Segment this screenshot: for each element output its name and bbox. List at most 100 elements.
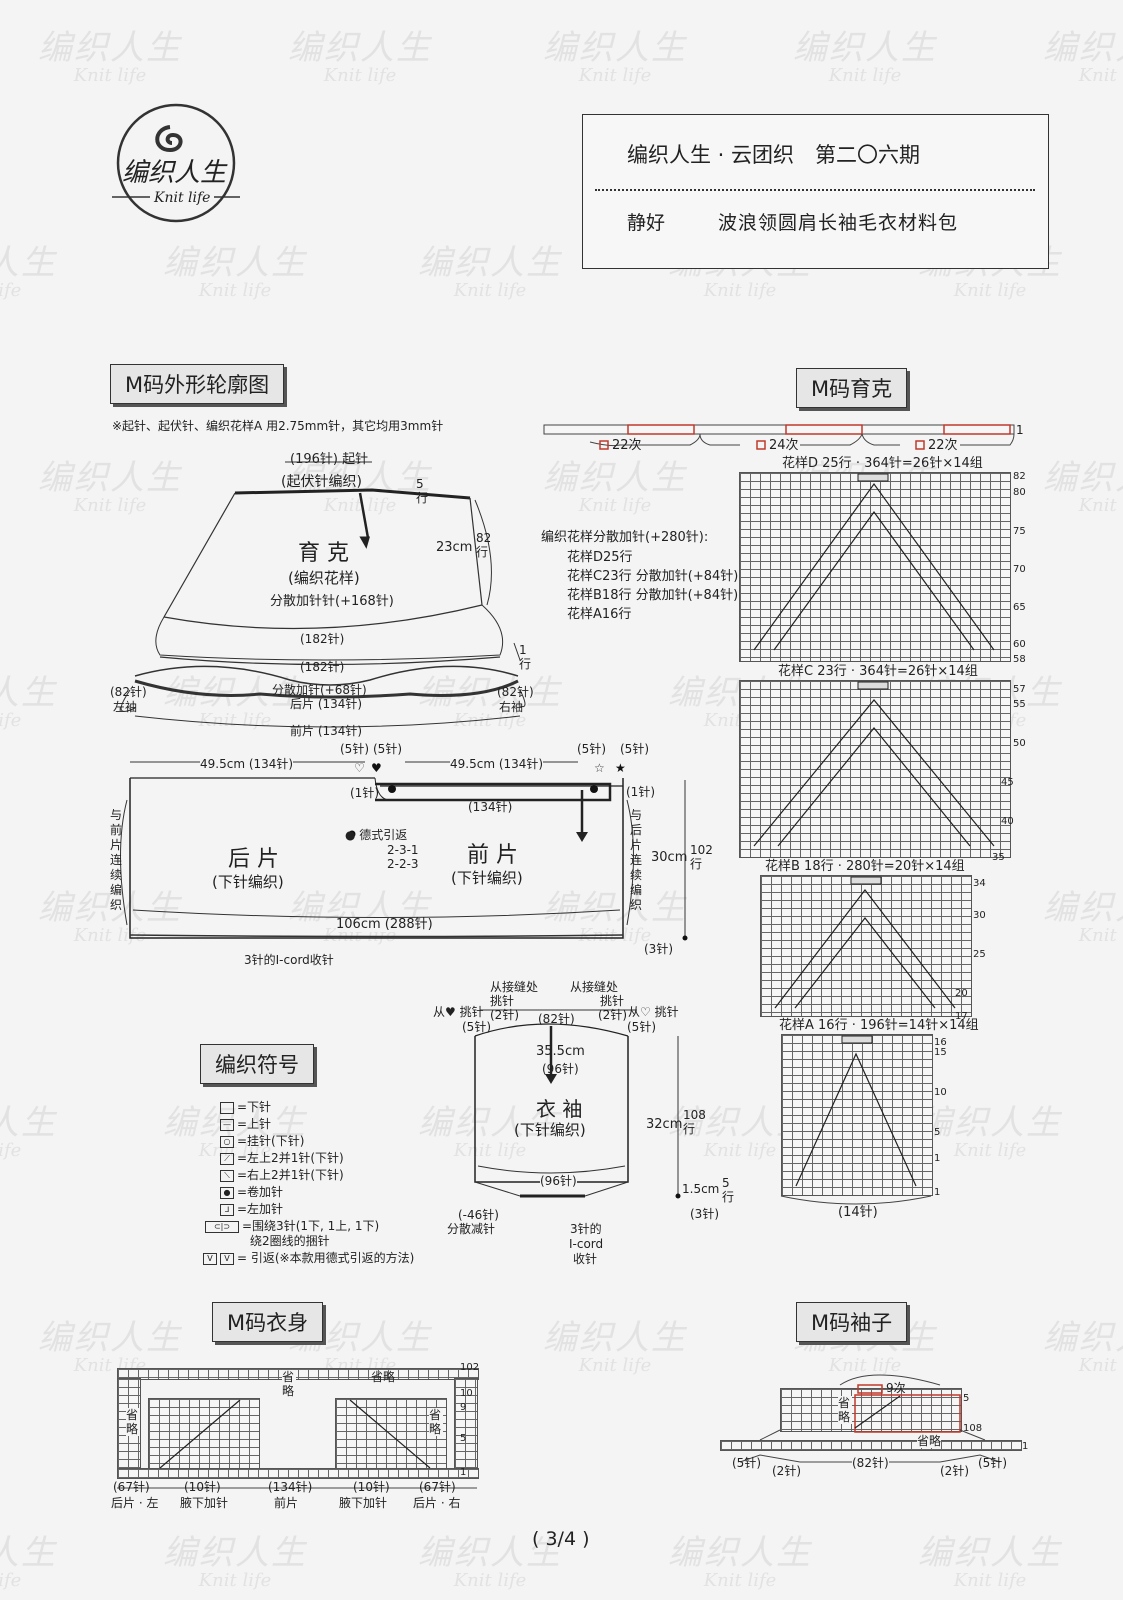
body-c67-left: (67针) [113, 1480, 150, 1494]
legend-m1l: ᒧ=左加针 [220, 1200, 283, 1217]
five-1: (5针) [340, 742, 369, 756]
icord-label: 3针的I-cord收针 [244, 953, 334, 967]
rownum-a-1b: 1 [934, 1187, 941, 1198]
row-one-top: 1 [1016, 423, 1024, 437]
legend-k2tog: ⟋=左上2并1针(下针) [220, 1149, 344, 1166]
header-divider [595, 189, 1035, 191]
yoke-sub: (编织花样) [288, 569, 360, 587]
sleeve-c2-right: (2针) [940, 1464, 969, 1478]
left-sleeve-label: 左袖 [113, 700, 138, 714]
sleeve-name: 衣 袖 [536, 1097, 583, 1121]
repeat-22b: 22次 [928, 438, 958, 453]
rownum-c-35: 35 [992, 852, 1005, 863]
left82-label: (82针) [110, 685, 147, 699]
dec-sub: 分散减针 [447, 1222, 496, 1236]
garter-label: (起伏针编织) [281, 474, 362, 490]
repeat-24: 24次 [769, 438, 799, 453]
rownum-b-25: 25 [973, 949, 986, 960]
icord-b: I-cord [569, 1237, 604, 1251]
legend-purl: —=上针 [220, 1115, 271, 1132]
body-chart-top [117, 1368, 479, 1380]
rownum-b-34: 34 [973, 878, 986, 889]
rownum-d-65: 65 [1013, 602, 1026, 613]
dist-c: 花样C23行 分散加针(+84针) [567, 569, 739, 584]
hem-width: 106cm (288针) [336, 917, 433, 932]
from-seam-2: 从接缝处 [570, 980, 619, 994]
legend-yo: ○=挂针(下针) [220, 1132, 304, 1149]
rownum-a-1a: 1 [934, 1153, 941, 1164]
dist-d: 花样D25行 [567, 550, 633, 565]
width-right: 49.5cm (134针) [450, 757, 544, 771]
logo-cn: 编织人生 [122, 158, 227, 188]
legend-cast: ●=卷加针 [220, 1183, 283, 1200]
two-right: (2针) [598, 1008, 627, 1022]
inc68-label: 分散加针(+68针) [272, 683, 367, 697]
five-2: (5针) [373, 742, 402, 756]
repeat-22a: 22次 [612, 438, 642, 453]
rownum-b-20: 20 [955, 988, 968, 999]
pick-1: 挑针 [490, 994, 515, 1008]
dec-46: (-46针) [458, 1208, 499, 1222]
body-chart-right [454, 1378, 478, 1478]
side-right-note: 与后片连续编织 [630, 808, 643, 912]
cuff-three: (3针) [690, 1207, 719, 1221]
rownum-d-82: 82 [1013, 471, 1026, 482]
cuff-rows: 5行 [722, 1176, 735, 1204]
rownum-a-10: 10 [934, 1087, 947, 1098]
bottom-14: (14针) [838, 1205, 878, 1220]
body-sheng-4: 省略 [429, 1408, 443, 1436]
body-sheng-1: 省略 [282, 1370, 296, 1398]
svg-text:♥: ♥ [371, 761, 382, 775]
back-sub: (下针编织) [212, 873, 284, 891]
sleeve-row-5: 5 [963, 1393, 970, 1404]
german-short-row: ● 德式引返 [345, 828, 408, 842]
heart-pick-left: 从♥ 挑针 [433, 1005, 484, 1019]
from-seam-1: 从接缝处 [490, 980, 539, 994]
body-c134: (134针) [268, 1480, 313, 1494]
body-sheng-2: 省略 [371, 1370, 396, 1384]
svg-text:★: ★ [615, 761, 626, 775]
logo-en: Knit life [150, 191, 215, 205]
back134-label: 后片 (134针) [290, 697, 363, 711]
rownum-b-17: 17 [955, 1011, 968, 1022]
chart-pattern-a [781, 1034, 933, 1196]
width-left: 49.5cm (134针) [200, 757, 294, 771]
one-2: (1针) [626, 785, 655, 799]
yoke-inc: 分散加针针(+168针) [270, 594, 394, 609]
sleeve-sheng-2: 省略 [917, 1434, 942, 1448]
german-row2: 2-2-3 [387, 857, 419, 871]
rownum-c-55: 55 [1013, 699, 1026, 710]
section-body-title: M码衣身 [212, 1302, 324, 1342]
rownum-c-40: 40 [1001, 816, 1014, 827]
icord-c: 收针 [573, 1252, 598, 1266]
body-chart-under-l [148, 1398, 260, 1470]
yoke-name: 育 克 [298, 541, 349, 566]
rownum-a-15: 15 [934, 1047, 947, 1058]
body-row-9: 9 [460, 1402, 467, 1413]
sleeve-times-9: 9次 [886, 1381, 906, 1395]
body-length: 30cm [651, 850, 688, 865]
back-name: 后 片 [228, 847, 279, 872]
front134-label: 前片 (134针) [290, 724, 363, 738]
side-left-note: 与前片连续编织 [110, 808, 123, 912]
body-under-right: 腋下加针 [339, 1496, 388, 1510]
rownum-d-70: 70 [1013, 564, 1026, 575]
chart-pattern-d [739, 472, 1011, 662]
rows82-label: 82行 [476, 531, 492, 559]
body-c10-right: (10针) [353, 1480, 390, 1494]
sleeve-c5-left: (5针) [732, 1456, 761, 1470]
body-row-5: 5 [460, 1433, 467, 1444]
pick-2: 挑针 [600, 994, 625, 1008]
sleeve-c2-left: (2针) [772, 1464, 801, 1478]
body-c10-left: (10针) [184, 1480, 221, 1494]
sleeve-width: 35.5cm [536, 1044, 585, 1059]
rownum-d-75: 75 [1013, 526, 1026, 537]
dist-a: 花样A16行 [567, 607, 632, 622]
section-yoke-title: M码育克 [796, 368, 908, 408]
five-right: (5针) [627, 1020, 656, 1034]
sleeve-chart-band [720, 1440, 1022, 1451]
